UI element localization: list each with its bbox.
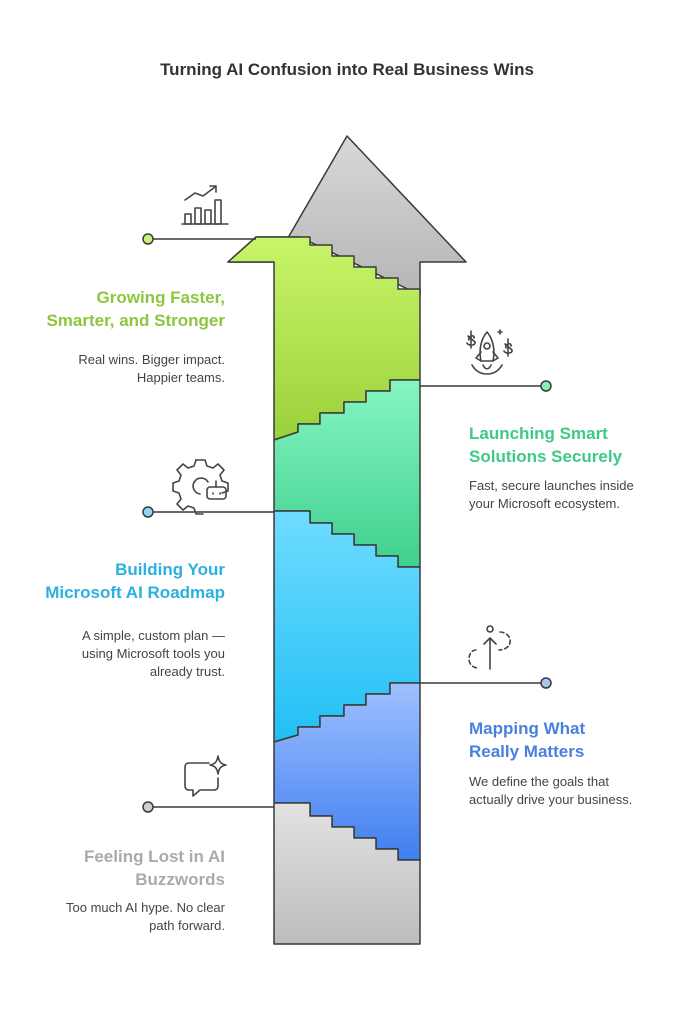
dot-growing (142, 233, 154, 245)
diagram-title: Turning AI Confusion into Real Business … (160, 60, 534, 79)
target-arrow-icon (468, 631, 511, 669)
rocket-dollar-icon (466, 329, 513, 375)
step-mapping-heading: Mapping What Really Matters (469, 719, 586, 761)
target-arrow-shaft (483, 625, 497, 670)
dot-mapping (540, 677, 552, 689)
dot-launching (540, 380, 552, 392)
dot-lost (142, 801, 154, 813)
step-launching-description: Fast, secure launches inside your Micros… (469, 478, 634, 511)
step-building-heading: Building Your Microsoft AI Roadmap (45, 560, 225, 602)
step-lost-heading: Feeling Lost in AI Buzzwords (83, 847, 225, 889)
growth-chart-icon (181, 185, 229, 225)
step-building-description: A simple, custom plan — using Microsoft … (81, 628, 225, 679)
step-lost-description: Too much AI hype. No clear path forward. (66, 900, 225, 933)
gear-robot-icon (172, 459, 229, 515)
dot-building (142, 506, 154, 518)
chat-sparkle-icon (184, 755, 227, 797)
arrow-band-lost (273, 802, 421, 945)
step-growing-description: Real wins. Bigger impact. Happier teams. (78, 352, 225, 385)
step-mapping-description: We define the goals that actually drive … (469, 774, 633, 807)
step-growing-heading: Growing Faster, Smarter, and Stronger (46, 288, 225, 330)
step-launching-heading: Launching Smart Solutions Securely (469, 424, 623, 466)
